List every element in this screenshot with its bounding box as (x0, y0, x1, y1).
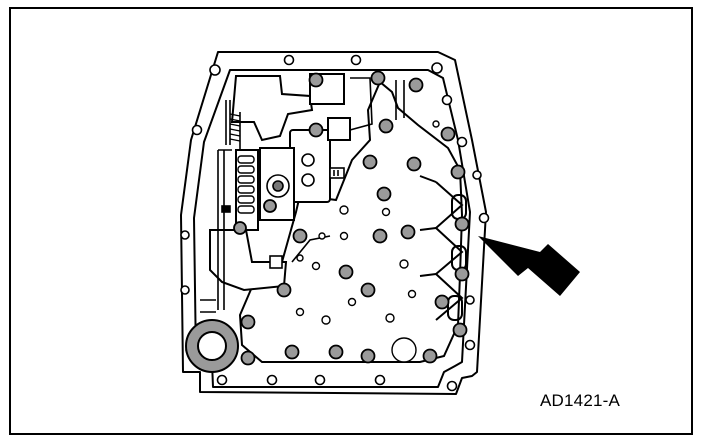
figure-frame (9, 7, 693, 435)
figure-caption: AD1421-A (540, 391, 621, 410)
plate-holes (295, 120, 440, 363)
pointer-arrow (478, 236, 580, 296)
case-bolt-holes (180, 54, 490, 392)
spring-coils (229, 113, 241, 142)
case-outline (180, 51, 487, 395)
connector-small (329, 167, 345, 179)
spool-stack (237, 155, 255, 214)
valve-body-bolts (233, 70, 470, 366)
lower-left-boss (185, 319, 239, 373)
connector-left (269, 255, 283, 269)
gasket-outline (193, 69, 471, 388)
check-ball-channels (419, 175, 467, 321)
mid-block (327, 117, 351, 141)
large-port (391, 337, 417, 363)
upper-bracket (230, 75, 314, 142)
